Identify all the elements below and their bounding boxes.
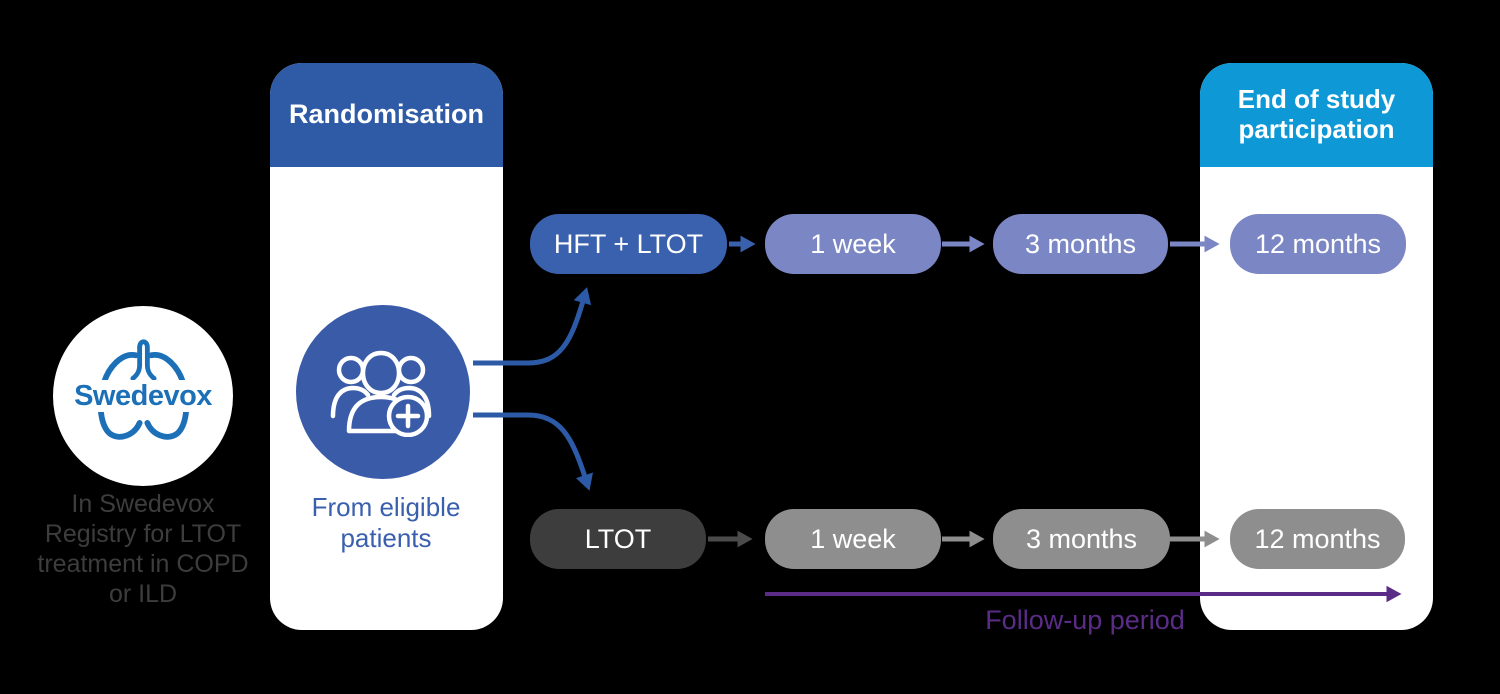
followup-period-label: Follow-up period bbox=[985, 605, 1185, 635]
timepoint-pill-12months-ltot: 12 months bbox=[1230, 509, 1405, 569]
arm-pill-hft-ltot: HFT + LTOT bbox=[530, 214, 727, 274]
lungs-icon bbox=[97, 339, 190, 440]
source-caption-line: In Swedevox bbox=[71, 490, 215, 518]
swedevox-logo: Swedevox bbox=[53, 306, 233, 486]
randomisation-header: Randomisation bbox=[270, 63, 503, 167]
timepoint-pill-12months-hft: 12 months bbox=[1230, 214, 1406, 274]
eligible-patients-caption: From eligible patients bbox=[311, 492, 461, 553]
timepoint-pill-3months-ltot: 3 months bbox=[993, 509, 1170, 569]
swedevox-logo-text: Swedevox bbox=[53, 380, 233, 413]
source-caption-line: or ILD bbox=[108, 580, 178, 608]
end-of-study-header: End of study participation bbox=[1200, 63, 1433, 167]
eligible-patients-circle bbox=[296, 305, 470, 479]
arm-pill-ltot: LTOT bbox=[530, 509, 706, 569]
timepoint-pill-1week-hft: 1 week bbox=[765, 214, 941, 274]
swedevox-wordmark: Swedevox bbox=[71, 380, 215, 412]
source-caption: In Swedevox Registry for LTOT treatment … bbox=[10, 489, 276, 609]
timepoint-pill-3months-hft: 3 months bbox=[993, 214, 1168, 274]
timepoint-pill-1week-ltot: 1 week bbox=[765, 509, 941, 569]
people-group-plus-icon bbox=[330, 350, 432, 437]
source-caption-line: Registry for LTOT bbox=[44, 520, 242, 548]
source-caption-line: treatment in COPD bbox=[37, 550, 249, 578]
